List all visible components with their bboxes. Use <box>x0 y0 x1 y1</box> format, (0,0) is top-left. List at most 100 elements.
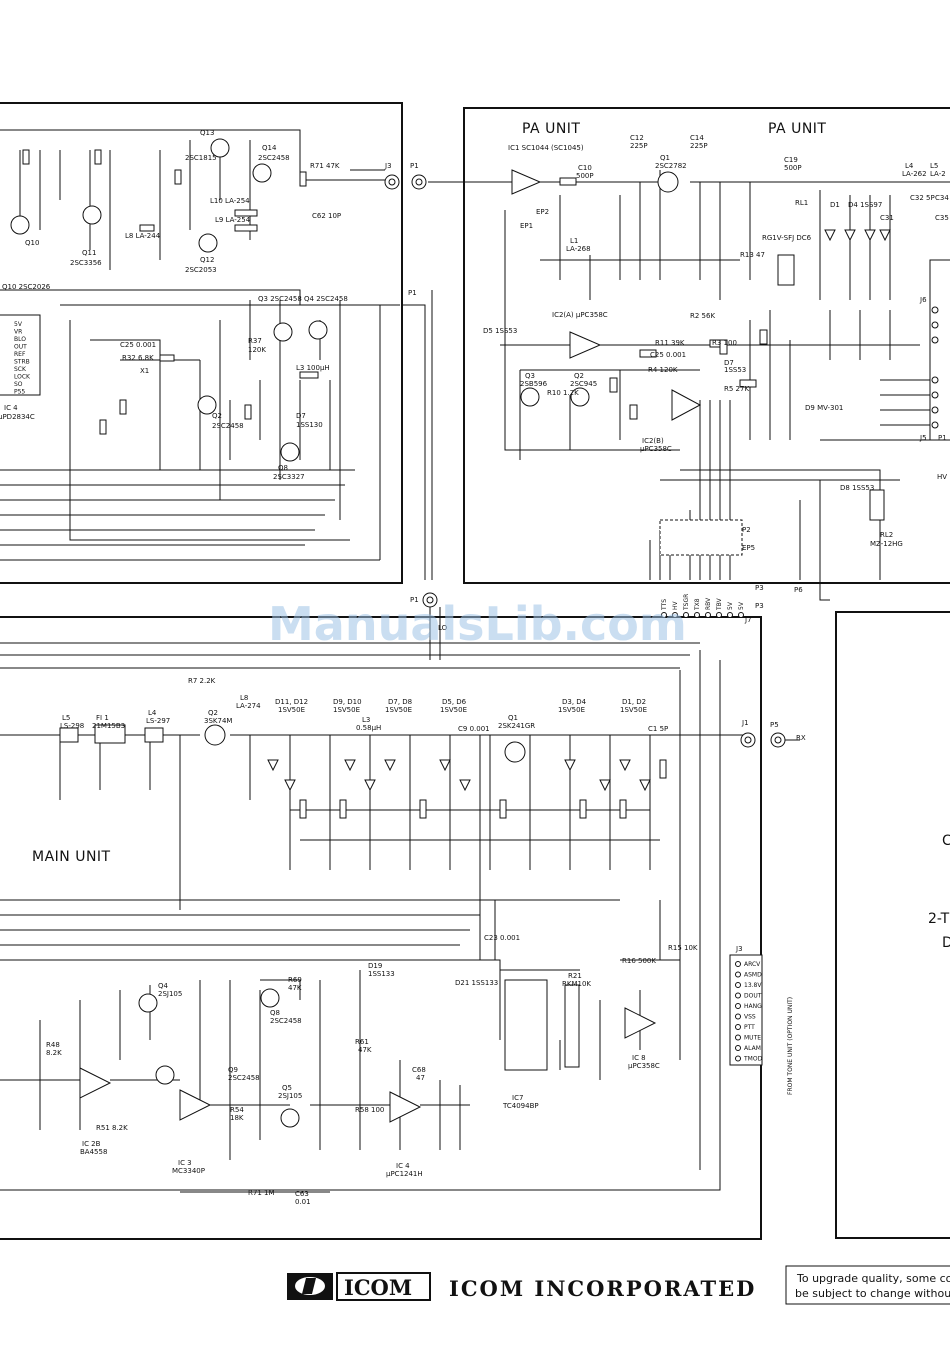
main-j1-label: J1 <box>741 719 749 727</box>
note-line-2: be subject to change withou <box>795 1287 950 1300</box>
r37-value-label: 120K <box>248 346 266 354</box>
q11-part-label: 2SC3356 <box>70 259 102 267</box>
pa-q2-transistor <box>570 387 590 407</box>
main-q4-label: Q4 <box>158 982 169 990</box>
pa-l1-part-label: LA-268 <box>566 245 591 253</box>
main-l5-label: L5 <box>62 714 70 722</box>
j3-pin-label: 13.8V <box>744 982 762 989</box>
main-ic7-part-label: TC4094BP <box>502 1102 539 1110</box>
main-l8-part-label: LA-274 <box>236 702 261 710</box>
l5-coil <box>59 727 79 743</box>
c62-label: C62 10P <box>312 212 341 220</box>
pa-l4-part-label: LA-262 <box>902 170 927 178</box>
fi1-filter <box>94 724 126 744</box>
pa-c34-label: C34 <box>935 194 949 202</box>
pa-d1-label: D1 <box>830 201 840 209</box>
main-r51-label: R51 8.2K <box>96 1124 128 1132</box>
ic4-pin-label: SCK <box>14 366 27 373</box>
pa-unit-border <box>463 107 950 584</box>
main-p5-label: P5 <box>770 721 779 729</box>
main-l8-label: L8 <box>240 694 248 702</box>
lo-label: LO <box>438 624 448 632</box>
pa-j6-label: J6 <box>919 296 927 304</box>
q14-part-label: 2SC2458 <box>258 154 290 162</box>
pa-rl1-part-label: RG1V-SFJ DC6 <box>762 234 812 242</box>
connector-pin-label: TBV <box>716 597 723 611</box>
main-q8-label: Q8 <box>270 1009 280 1017</box>
d1-diode <box>824 229 836 242</box>
j3-pin-label: TMOD <box>743 1056 763 1063</box>
main-r7-label: R7 2.2K <box>188 677 216 685</box>
d4-diode <box>879 229 891 242</box>
q13-part-label: 2SC1815 <box>185 154 217 162</box>
main-c9-label: C9 0.001 <box>458 725 490 733</box>
pa-c25-label: C25 0.001 <box>650 351 686 359</box>
main-d3d4-label: D3, D4 <box>562 698 587 706</box>
pa-p6-label: P6 <box>794 586 803 594</box>
main-fi1-part-label: 21M15B3 <box>92 722 125 730</box>
q11-label: Q11 <box>82 249 96 257</box>
p1-mid-label: P1 <box>408 289 417 297</box>
main-d9d10-label: D9, D10 <box>333 698 362 706</box>
pa-unit-title-left: PA UNIT <box>522 121 580 137</box>
d3-diode <box>864 229 876 242</box>
ic2b-opamp <box>671 389 702 421</box>
r71-label: R71 47K <box>310 162 340 170</box>
ic8-opamp <box>624 1007 657 1039</box>
ic2b-af-opamp <box>79 1067 112 1099</box>
pa-r4-label: R4 120K <box>648 366 678 374</box>
pa-r11-label: R11 39K <box>655 339 685 347</box>
j3-pin <box>735 1013 741 1020</box>
pa-d9-label: D9 MV-301 <box>805 404 843 412</box>
q8-part-label: 2SC3327 <box>273 473 305 481</box>
j3-pin-label: HANG <box>744 1003 762 1010</box>
main-d9d10-part-label: 1SV50E <box>333 706 360 714</box>
q2-fet <box>204 724 226 746</box>
connector-pin-label: 5V <box>727 601 734 610</box>
connector-pin-label: RBV <box>705 597 712 610</box>
main-ic7-label: IC7 <box>512 1094 523 1102</box>
q12-label: Q12 <box>200 256 214 264</box>
pa-r10-label: R10 1.2K <box>547 389 579 397</box>
q12-part-label: 2SC2053 <box>185 266 217 274</box>
pa-ic2b-label: IC2(B) <box>642 437 664 445</box>
pa-q3-label: Q3 <box>525 372 535 380</box>
j3-pin-label: DOUT <box>744 993 762 1000</box>
footer: ICOM ICOM INCORPORATED To upgrade qualit… <box>287 1265 950 1305</box>
d7-label: D7 <box>296 412 306 420</box>
main-q5-label: Q5 <box>282 1084 292 1092</box>
pa-ep2-label: EP2 <box>536 208 549 216</box>
main-d5d6-part-label: 1SV50E <box>440 706 467 714</box>
main-ic8-label: IC 8 <box>632 1054 646 1062</box>
r32-label: R32 6.8K <box>122 354 154 362</box>
ic4-pin-label: 5V <box>14 321 23 328</box>
rl1-relay <box>777 254 795 286</box>
main-r54-label: R54 <box>230 1106 244 1114</box>
pa-c12-value: 225P <box>630 142 648 150</box>
q14-transistor <box>252 163 272 183</box>
right-panel-line2: 2-T <box>928 911 950 927</box>
p5-connector <box>770 560 830 748</box>
main-j7-label: J7 <box>744 616 752 624</box>
connector-pin <box>661 612 667 618</box>
ic4-pin-label: P55 <box>14 389 25 396</box>
main-ic4-part-label: μPC1241H <box>386 1170 423 1178</box>
main-q9-part-label: 2SC2458 <box>228 1074 260 1082</box>
main-unit-border <box>0 616 762 1240</box>
q13-label: Q13 <box>200 129 214 137</box>
main-ic3-part-label: MC3340P <box>172 1167 205 1175</box>
pa-r2-label: R2 56K <box>690 312 715 320</box>
l3-label: L3 100μH <box>296 364 330 372</box>
j3-pin-label: PTT <box>744 1024 755 1031</box>
right-panel: C 2-T D <box>835 611 950 1239</box>
j3-pin-label: VSS <box>744 1014 756 1021</box>
q2-transistor <box>197 395 217 415</box>
pa-l5-part-label: LA-2 <box>930 170 946 178</box>
pa-rl1-label: RL1 <box>795 199 808 207</box>
pa-q1-transistor <box>657 171 679 193</box>
d7-part-label: 1SS130 <box>296 421 323 429</box>
j1-jack-center <box>744 736 752 744</box>
